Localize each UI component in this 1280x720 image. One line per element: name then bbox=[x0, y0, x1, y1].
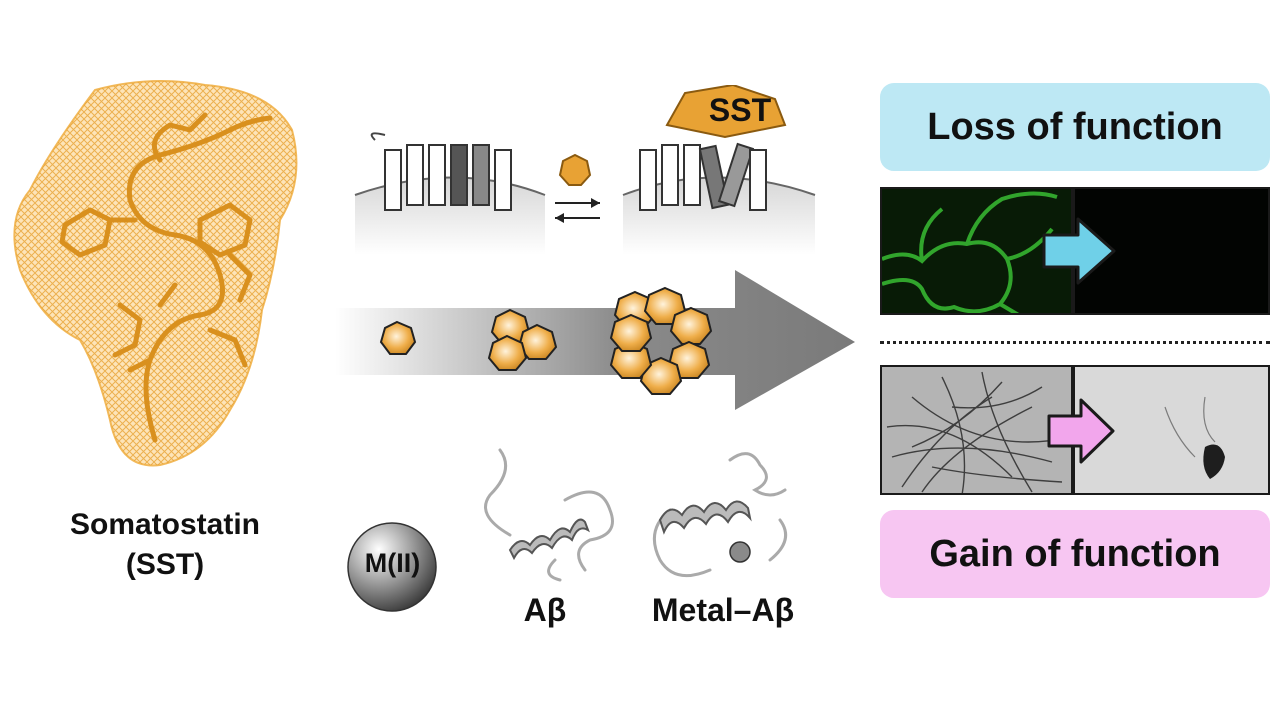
protein-name-line2: (SST) bbox=[125, 548, 205, 581]
loss-of-function-title: Loss of function bbox=[880, 83, 1270, 171]
gain-of-function-title: Gain of function bbox=[880, 510, 1270, 598]
abeta-structure-illustration bbox=[484, 448, 614, 582]
protein-name-line1: Somatostatin bbox=[69, 508, 261, 541]
metal-abeta-label: Metal–Aβ bbox=[651, 592, 795, 628]
aggregation-arrow bbox=[335, 270, 855, 410]
sst-monomer-icon bbox=[558, 153, 592, 186]
receptor-schematic bbox=[354, 85, 816, 255]
panel-divider bbox=[880, 341, 1270, 344]
metal-label: M(II) bbox=[364, 548, 421, 578]
pink-arrow-icon bbox=[1047, 398, 1115, 464]
metal-ion-sphere bbox=[347, 522, 437, 612]
abeta-label: Aβ bbox=[523, 592, 567, 628]
receptor-ligand-label: SST bbox=[708, 92, 772, 128]
sst-structure-illustration bbox=[13, 80, 298, 467]
cyan-arrow-icon bbox=[1042, 217, 1116, 285]
metal-abeta-structure-illustration bbox=[652, 452, 788, 578]
fluorescence-image-before bbox=[880, 187, 1073, 315]
